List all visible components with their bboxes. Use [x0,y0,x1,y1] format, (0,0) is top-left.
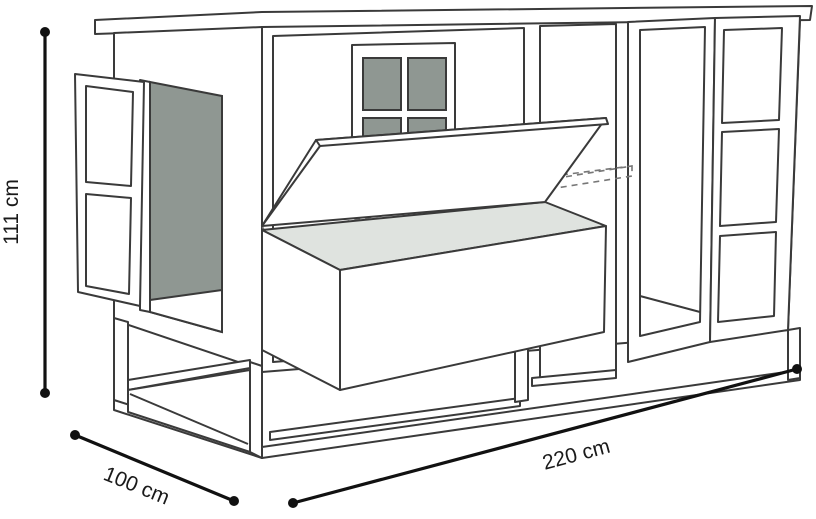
width-label: 220 cm [540,435,612,475]
depth-dimension-line [73,433,236,503]
run-door [627,17,716,363]
nesting-box [260,117,633,391]
height-dimension: 111 cm [0,27,50,398]
right-side-panel [709,15,801,343]
height-dimension-bottom-dot [40,388,50,398]
width-dimension-right-dot [792,364,802,374]
height-dimension-top-dot [40,27,50,37]
coop-window [351,42,456,143]
width-dimension-left-dot [288,498,298,508]
width-dimension-line [291,367,799,505]
coop-side-door [74,73,223,334]
nesting-box-side [261,229,341,391]
height-label: 111 cm [0,179,23,245]
run-base-frame [113,317,801,459]
depth-dimension-left-dot [70,430,80,440]
depth-dimension-right-dot [229,496,239,506]
